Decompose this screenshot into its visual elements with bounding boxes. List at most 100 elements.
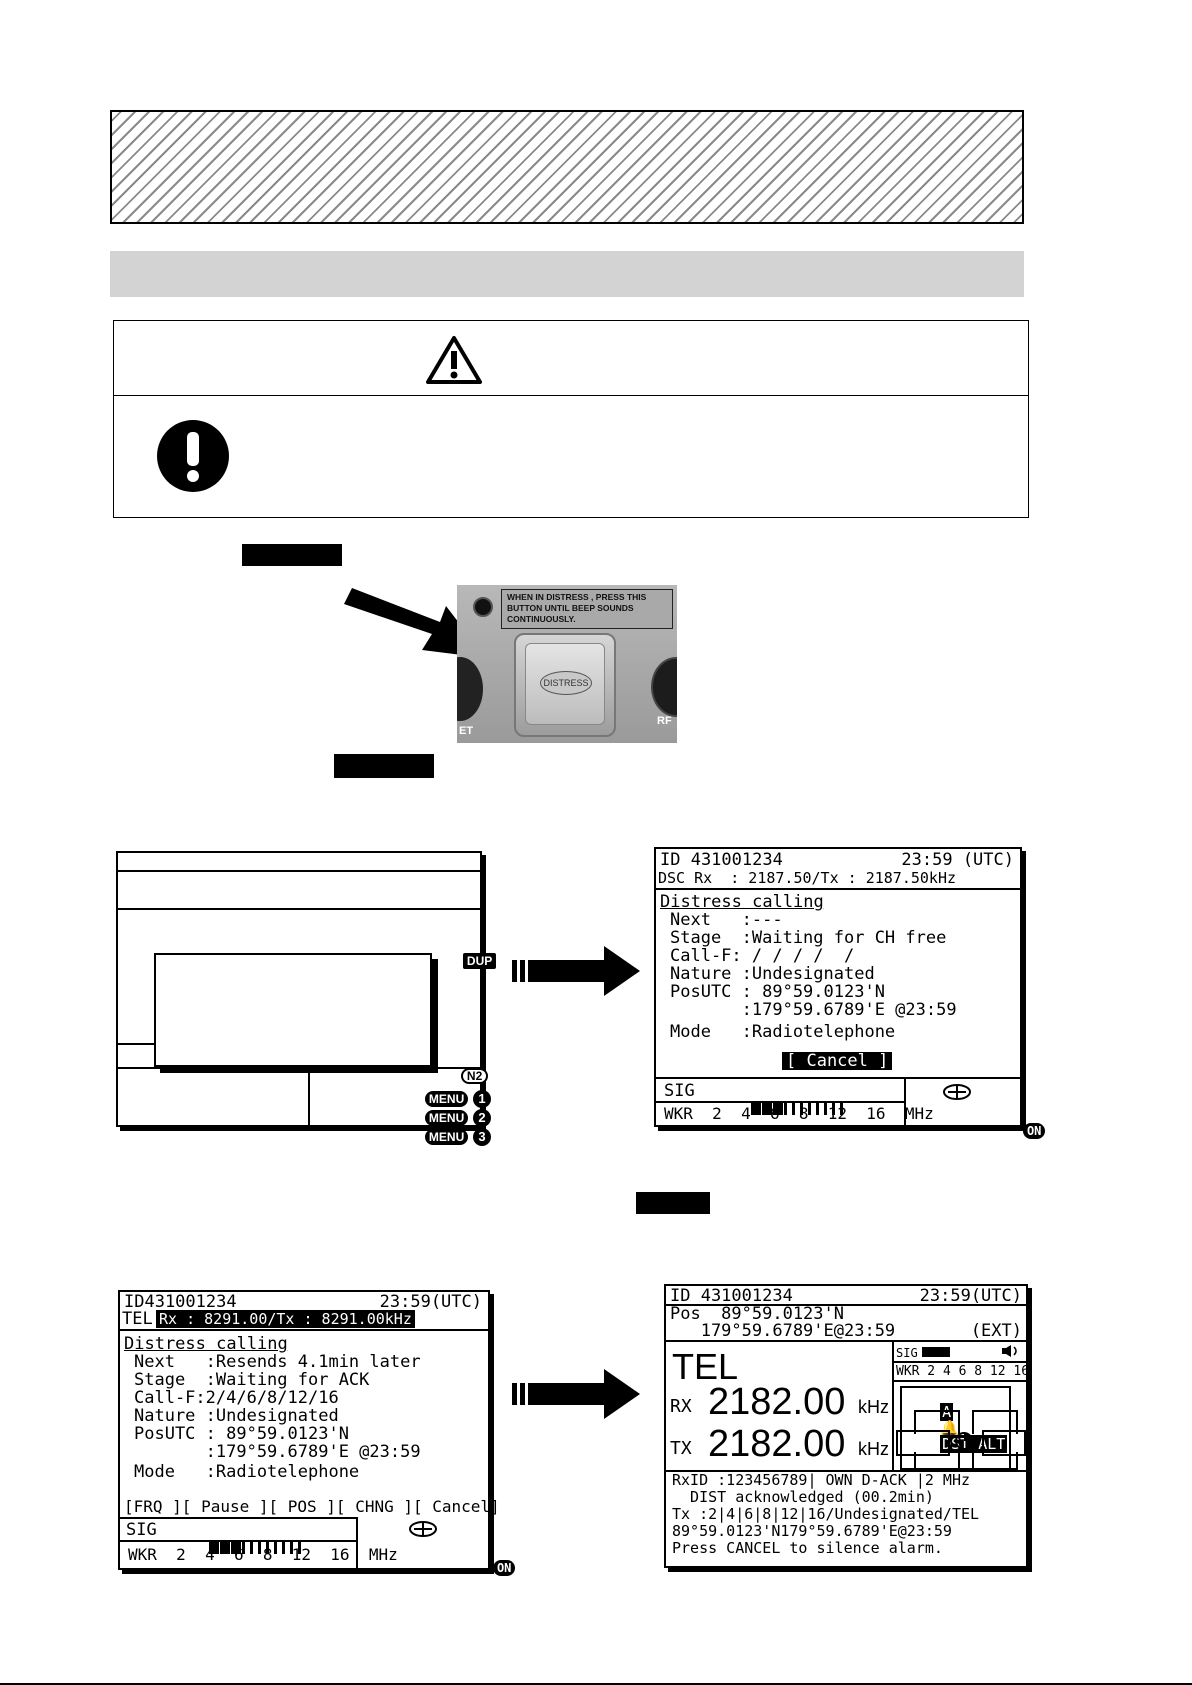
s3-signal-meter	[168, 1520, 306, 1574]
distress-button-label: DISTRESS	[540, 671, 592, 695]
s4-box-bl	[914, 1452, 960, 1470]
s3-sig-label: SIG	[126, 1520, 157, 1540]
menu-2[interactable]: MENU 2	[406, 1090, 491, 1145]
s4-tx-freq: 2182.00	[708, 1423, 846, 1465]
s4-tx-label: TX	[670, 1438, 692, 1459]
s2-line-nature: Nature :Undesignated	[670, 964, 875, 984]
clock-icon	[955, 1432, 973, 1450]
s2-sig-label: SIG	[664, 1081, 695, 1101]
s3-time: 23:59(UTC)	[379, 1292, 482, 1312]
s4-line	[892, 1380, 1026, 1382]
cancel-button[interactable]: [ Cancel ]	[782, 1052, 893, 1070]
s4-time: 23:59(UTC)	[919, 1286, 1022, 1306]
s4-id: ID 431001234	[670, 1286, 793, 1306]
s2-line-pos: PosUTC : 89°59.0123'N	[670, 982, 885, 1002]
s4-rx-freq: 2182.00	[708, 1381, 846, 1423]
section-subheading-bar	[110, 251, 1024, 297]
s3-line-mode: Mode :Radiotelephone	[134, 1462, 360, 1482]
pointer-arrow-icon	[344, 588, 486, 658]
s3-id: ID431001234	[124, 1292, 237, 1312]
s4-pos-lon: 179°59.6789'E@23:59	[670, 1321, 896, 1341]
s3-line	[120, 1517, 358, 1519]
step-label-redacted-1	[242, 544, 342, 566]
screen-before-distress: DUP N2 MENU 1 MENU 2 MENU 3	[116, 851, 497, 1146]
panel-instruction-text: WHEN IN DISTRESS , PRESS THIS BUTTON UNT…	[507, 592, 647, 624]
s4-rx-label: RX	[670, 1396, 692, 1417]
panel-instruction-label	[501, 589, 673, 629]
s2-line	[656, 1101, 904, 1103]
s1-line	[118, 908, 480, 910]
s4-line	[892, 1361, 1026, 1363]
n2-badge: N2	[442, 1048, 489, 1102]
s2-speaker-icon	[943, 1084, 971, 1100]
caution-box	[113, 320, 1029, 518]
flow-arrow-icon	[512, 1369, 640, 1419]
edge-left-text: ET	[459, 725, 474, 737]
warning-triangle-icon	[426, 336, 482, 384]
s1-vline	[308, 1067, 310, 1125]
caution-divider	[114, 395, 1028, 396]
flow-arrow-icon	[512, 946, 640, 996]
s4-box-tr	[972, 1410, 1018, 1434]
s2-line-pos2: :179°59.6789'E @23:59	[670, 1000, 957, 1020]
s3-heading: Distress calling	[124, 1334, 288, 1354]
s3-line-callf: Call-F:2/4/6/8/12/16	[134, 1388, 339, 1408]
popup-window	[154, 953, 432, 1067]
s3-line	[120, 1540, 358, 1542]
s4-line	[666, 1470, 1026, 1472]
mandatory-exclamation-icon	[157, 420, 229, 492]
s2-line-mode: Mode :Radiotelephone	[670, 1022, 896, 1042]
s3-line-stage: Stage :Waiting for ACK	[134, 1370, 370, 1390]
s4-speaker-icon	[1002, 1345, 1017, 1357]
s3-frequency: Rx : 8291.00/Tx : 8291.00kHz	[156, 1310, 415, 1328]
s4-sig-label: SIG	[896, 1346, 918, 1360]
s4-msg-press: Press CANCEL to silence alarm.	[672, 1539, 943, 1557]
s4-ext: (EXT)	[970, 1321, 1022, 1341]
s2-time: 23:59 (UTC)	[901, 850, 1014, 870]
s4-box-mr	[982, 1430, 1026, 1456]
s2-on-badge: ON	[982, 1103, 1046, 1157]
s1-line	[118, 1043, 154, 1045]
s4-box-tl	[914, 1410, 960, 1434]
s2-line-callf: Call-F: / / / / /	[670, 946, 855, 966]
s4-alert-a: A	[940, 1403, 954, 1421]
s2-line	[656, 1077, 1020, 1079]
s4-mode: TEL	[672, 1346, 739, 1387]
s2-line-next: Next :---	[670, 910, 783, 930]
s3-tel: TEL	[122, 1309, 153, 1329]
s4-box-br	[972, 1452, 1018, 1470]
s1-line	[118, 870, 480, 872]
footer-rule	[0, 1683, 1192, 1685]
menu-3[interactable]: MENU 3	[406, 1109, 491, 1164]
bell-icon: 🔔	[940, 1419, 959, 1437]
s3-speaker-icon	[409, 1521, 437, 1537]
s2-wkr: WKR 2 4 6 8 12 16 MHz	[664, 1104, 934, 1123]
s4-wkr: WKR 2 4 6 8 12 16	[896, 1364, 1030, 1379]
s3-line-next: Next :Resends 4.1min later	[134, 1352, 421, 1372]
title-band	[110, 110, 1024, 224]
menu-1[interactable]: MENU 1	[406, 1071, 491, 1126]
left-knob	[457, 657, 483, 721]
s3-line	[120, 1329, 488, 1331]
s2-line	[656, 888, 1020, 890]
s3-line-pos2: :179°59.6789'E @23:59	[134, 1442, 421, 1462]
s4-msg-rxid: RxID :123456789| OWN D-ACK |2 MHz	[672, 1471, 971, 1489]
s4-msg-tx: Tx :2|4|6|8|12|16/Undesignated/TEL	[672, 1505, 980, 1523]
screen-waiting-for-ack: ID431001234 23:59(UTC) TEL Rx : 8291.00/…	[118, 1290, 516, 1576]
s3-vline	[356, 1517, 358, 1568]
s2-id: ID 431001234	[660, 850, 783, 870]
panel-indicator-lamp	[473, 597, 493, 617]
s3-softkeys[interactable]: [FRQ ][ Pause ][ POS ][ CHNG ][ Cancel]	[124, 1497, 500, 1516]
s2-signal-meter	[710, 1081, 848, 1135]
s4-line	[666, 1304, 1026, 1306]
s4-box-ml	[896, 1430, 950, 1456]
s4-vline	[892, 1340, 894, 1470]
s3-line-pos: PosUTC : 89°59.0123'N	[134, 1424, 349, 1444]
s2-vline	[904, 1077, 906, 1125]
distress-button-photo: WHEN IN DISTRESS , PRESS THIS BUTTON UNT…	[457, 585, 677, 743]
s4-rx-unit: kHz	[858, 1397, 889, 1417]
s4-pos-lat: Pos 89°59.0123'N	[670, 1304, 844, 1324]
right-knob	[651, 657, 677, 717]
s2-line-stage: Stage :Waiting for CH free	[670, 928, 947, 948]
step-label-redacted-2	[334, 754, 434, 778]
